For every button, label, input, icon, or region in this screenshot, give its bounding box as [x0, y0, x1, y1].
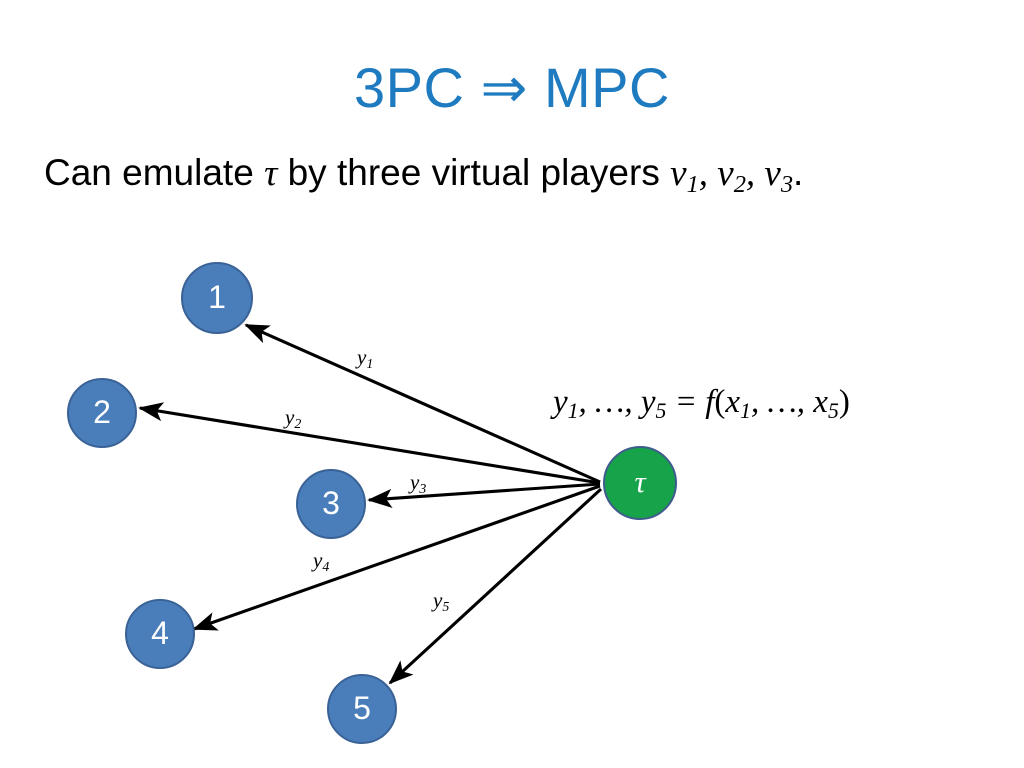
- formula-x1: x1: [725, 384, 751, 424]
- subtitle-mid: by three virtual players: [277, 152, 671, 193]
- edge-y5-label-subscript: 5: [442, 598, 450, 614]
- edge-y3-label-subscript: 3: [419, 480, 427, 496]
- subtitle-lead: Can emulate: [44, 152, 265, 193]
- edge-y4-label-base: y: [313, 548, 323, 572]
- subtitle-separator-1: ,: [698, 153, 718, 194]
- edge-y1: [244, 323, 601, 484]
- virtual-player-v2: v2: [717, 153, 746, 197]
- node-player-1[interactable]: 1: [181, 262, 253, 334]
- edge-y2-label-subscript: 2: [294, 415, 302, 431]
- subtitle-separator-2: ,: [745, 153, 765, 194]
- node-player-5-label: 5: [353, 689, 371, 726]
- formula-y5: y5: [640, 384, 667, 424]
- formula-y1: y1: [553, 384, 579, 424]
- node-player-2-label: 2: [93, 393, 111, 430]
- edge-y1-label-base: y: [357, 345, 367, 369]
- node-player-2[interactable]: 2: [67, 378, 137, 448]
- subtitle-period: .: [793, 152, 804, 193]
- x5-subscript: 5: [827, 399, 839, 424]
- page-title: 3PC ⇒ MPC: [0, 60, 1024, 116]
- virtual-player-v3: v3: [764, 153, 793, 197]
- y1-subscript: 1: [567, 399, 579, 424]
- edge-y5-label: y5: [433, 588, 449, 613]
- node-player-5[interactable]: 5: [327, 674, 397, 744]
- edge-y4: [192, 484, 601, 631]
- node-player-1-label: 1: [208, 278, 226, 315]
- formula-function-name: f: [705, 384, 715, 420]
- formula-ellipsis-x: , …,: [750, 384, 814, 420]
- x1-base: x: [725, 384, 741, 420]
- v2-base: v: [717, 153, 734, 194]
- edge-y2-label-base: y: [285, 405, 295, 429]
- v2-subscript: 2: [733, 170, 746, 198]
- formula-paren-open: (: [714, 384, 726, 420]
- v3-base: v: [764, 153, 781, 194]
- node-player-3-label: 3: [322, 484, 340, 521]
- formula-equals: =: [666, 384, 706, 420]
- node-tau-label: τ: [634, 464, 646, 499]
- formula-ellipsis-y: , …,: [578, 384, 641, 420]
- node-player-4[interactable]: 4: [125, 599, 195, 669]
- node-tau[interactable]: τ: [603, 446, 677, 520]
- edge-y4-label-subscript: 4: [322, 558, 330, 574]
- formula-paren-close: ): [838, 384, 850, 420]
- v1-subscript: 1: [686, 170, 699, 198]
- node-player-3[interactable]: 3: [296, 469, 366, 539]
- formula-x5: x5: [813, 384, 839, 424]
- subtitle-tau-symbol: τ: [264, 153, 278, 194]
- edge-y2-label: y2: [285, 405, 301, 430]
- edge-y2: [138, 402, 601, 485]
- x5-base: x: [813, 384, 828, 420]
- edge-y5: [388, 487, 603, 685]
- output-formula: y1, …, y5 = f(x1, …, x5): [553, 384, 850, 424]
- v3-subscript: 3: [780, 170, 794, 198]
- edge-y1-label: y1: [357, 345, 373, 370]
- y5-base: y: [640, 384, 656, 420]
- virtual-player-v1: v1: [670, 153, 699, 197]
- edge-y3: [367, 482, 601, 509]
- edge-y1-label-subscript: 1: [366, 355, 374, 371]
- y1-base: y: [553, 384, 568, 420]
- edge-y4-label: y4: [313, 548, 329, 573]
- x1-subscript: 1: [740, 399, 751, 424]
- subtitle-line: Can emulate τ by three virtual players v…: [44, 152, 804, 197]
- page-title-text: 3PC ⇒ MPC: [354, 56, 670, 119]
- node-player-4-label: 4: [151, 614, 169, 651]
- edge-y3-label: y3: [410, 470, 426, 495]
- edge-y3-label-base: y: [410, 470, 420, 494]
- v1-base: v: [670, 153, 687, 194]
- y5-subscript: 5: [655, 399, 667, 424]
- edge-y5-label-base: y: [433, 588, 443, 612]
